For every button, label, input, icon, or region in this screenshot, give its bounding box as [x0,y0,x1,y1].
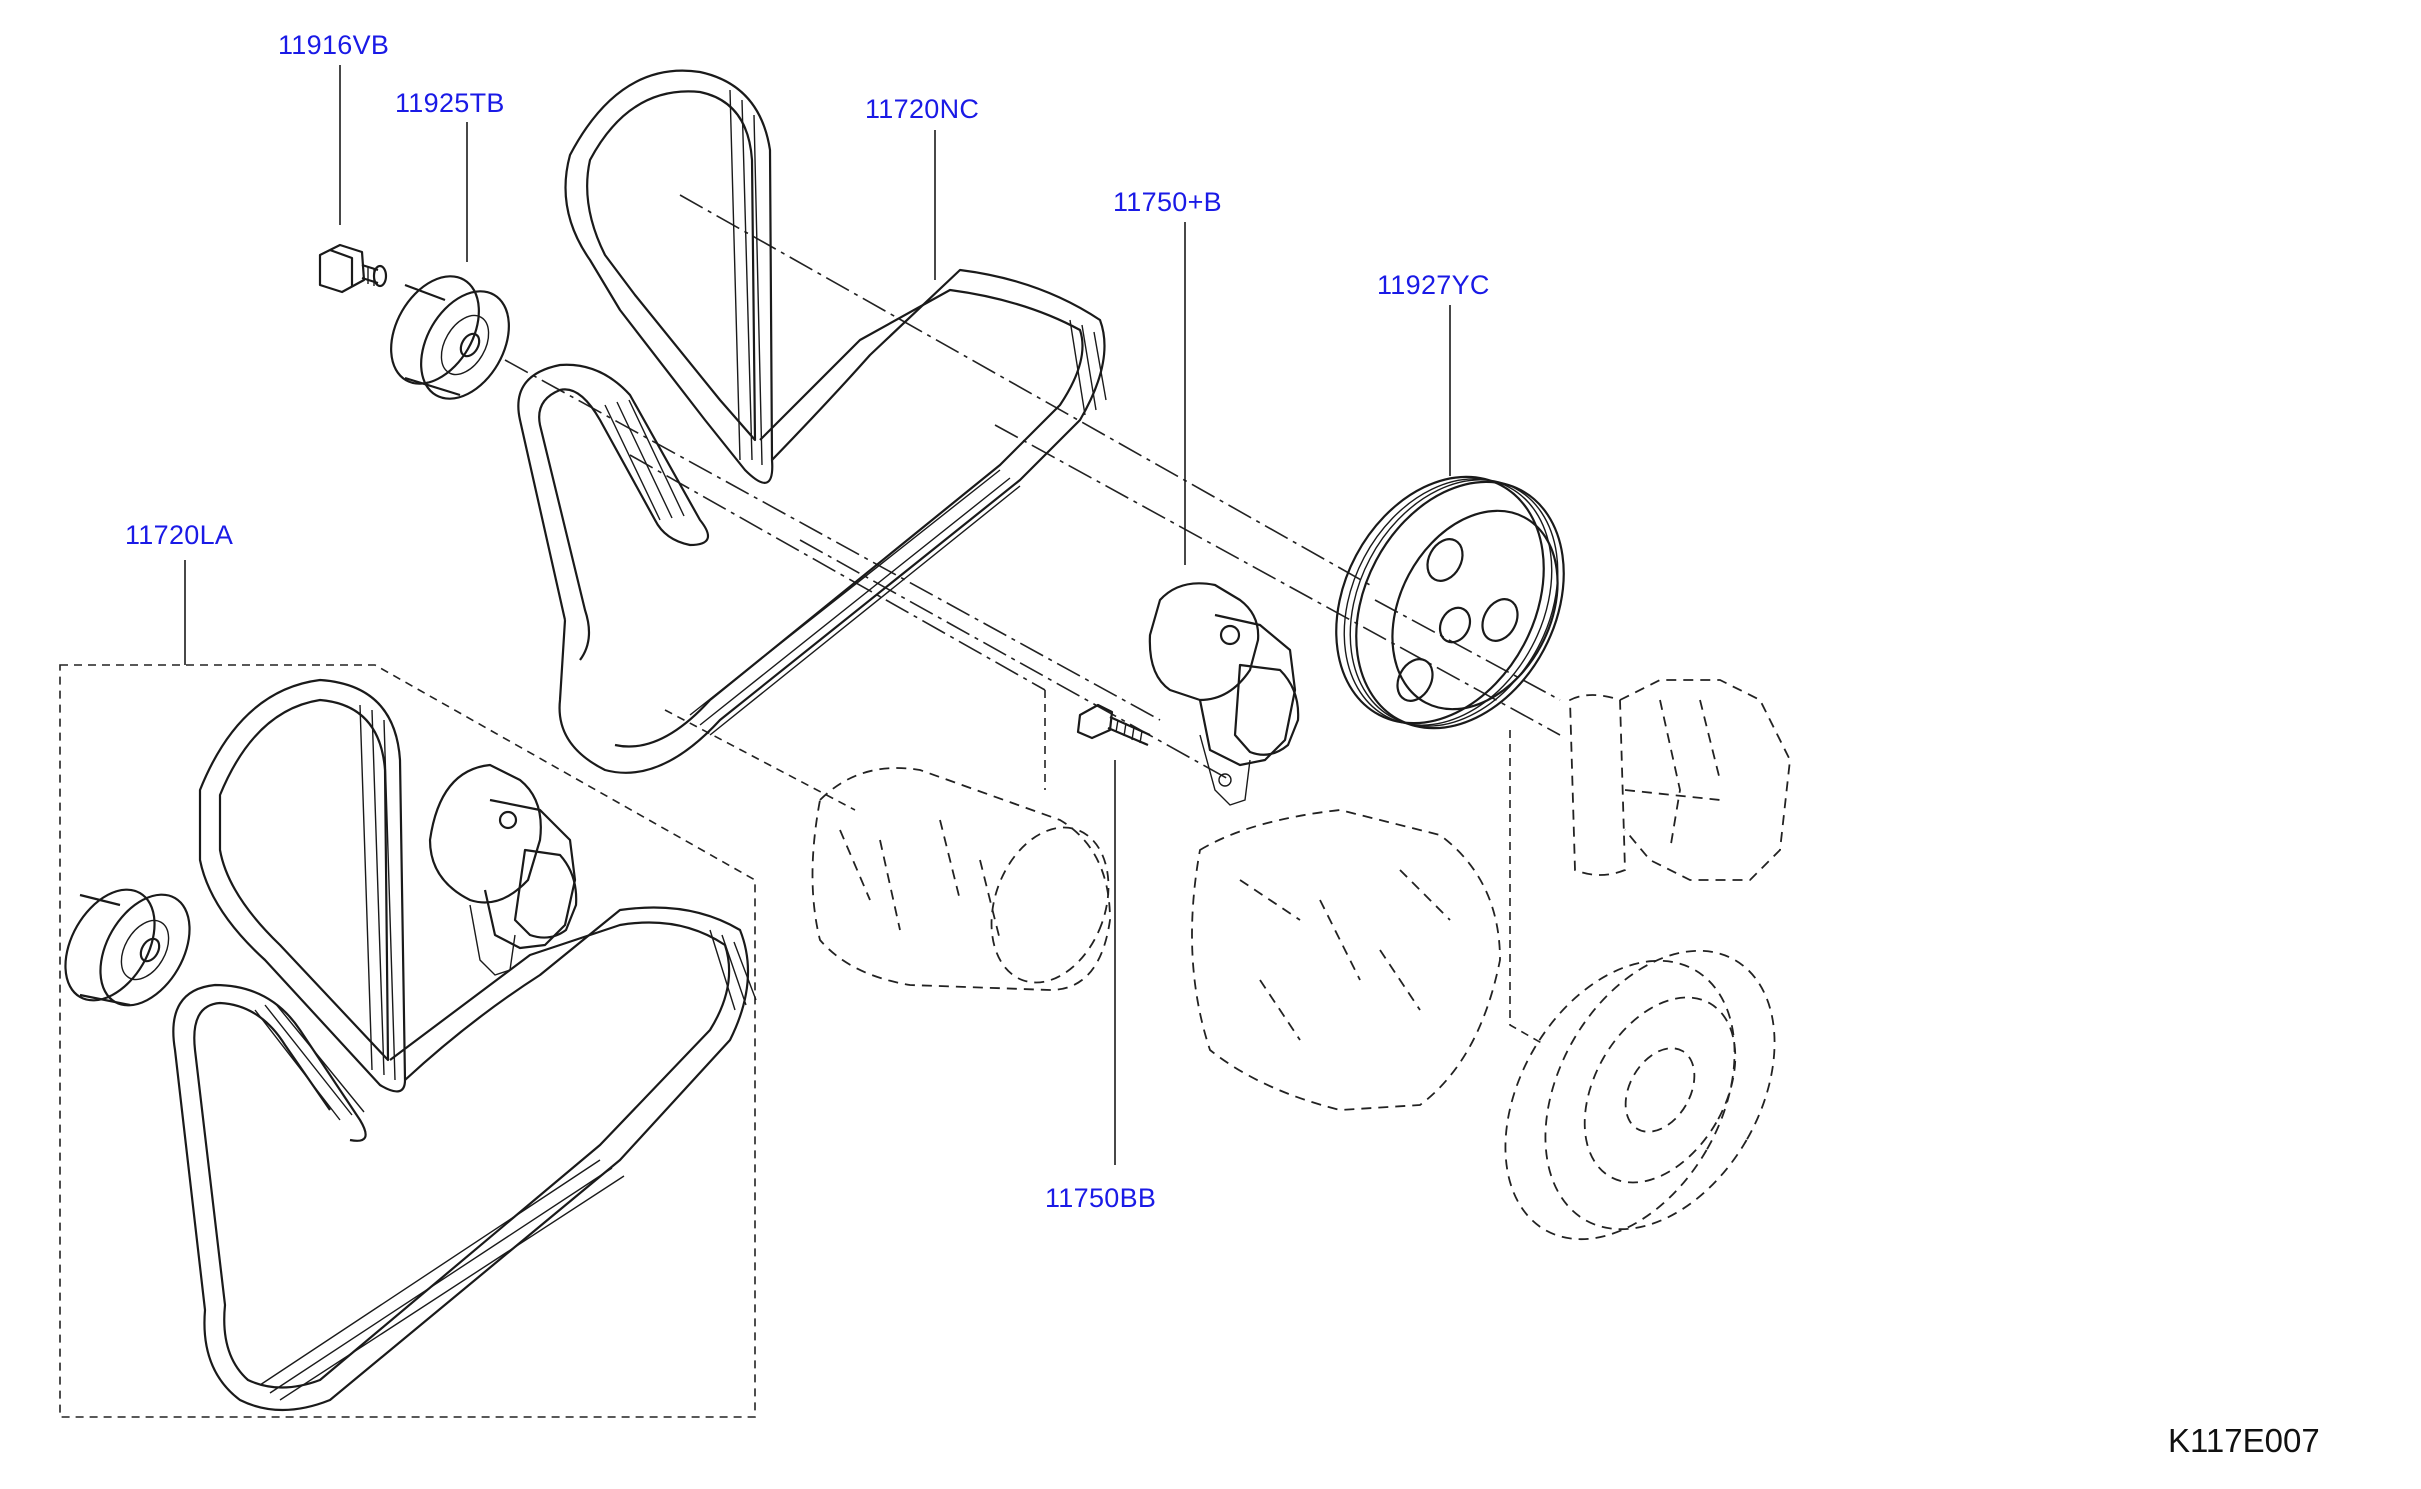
crank-pulley-11927yc[interactable] [1295,441,1605,765]
kit-idler-pulley [64,888,191,1007]
tensioner-bolt-11750bb[interactable] [1076,703,1151,747]
part-label-11750bb[interactable]: 11750BB [1045,1183,1157,1213]
part-label-11927yc[interactable]: 11927YC [1377,270,1490,300]
drive-belt-11720nc[interactable] [517,69,1107,774]
idler-pulley-11925tb[interactable] [373,261,527,414]
leader-lines [184,65,1451,1165]
part-label-11720nc[interactable]: 11720NC [865,94,980,124]
part-label-11720la[interactable]: 11720LA [125,520,234,550]
drawing-code: K117E007 [2168,1422,2320,1459]
compressor-ghost [811,767,1111,991]
belt-tensioner-11750b[interactable] [1148,582,1300,806]
part-label-11925tb[interactable]: 11925TB [395,88,505,118]
damper-ghost [1504,949,1776,1241]
part-label-11916vb[interactable]: 11916VB [278,30,390,60]
kit-belts [172,678,757,1412]
bolt-11916vb[interactable] [318,243,388,294]
kit-boundary-11720la[interactable] [59,664,756,1418]
alignment-lines [504,194,1561,1046]
pump-ghost [1569,679,1791,881]
alternator-ghost [1191,809,1501,1111]
part-label-11750b[interactable]: 11750+B [1113,187,1222,217]
kit-tensioner [428,763,578,976]
